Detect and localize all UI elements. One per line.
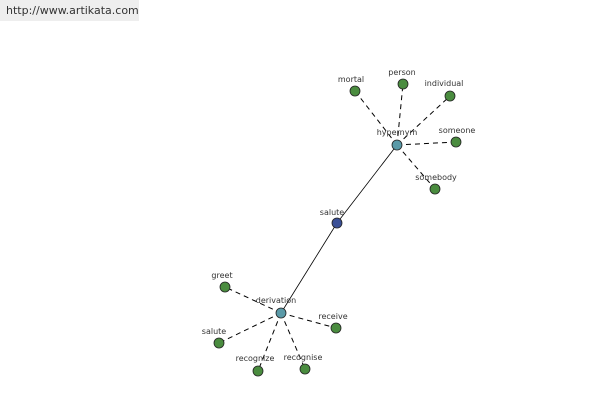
edge-hypernym-mortal bbox=[354, 90, 398, 146]
graph-labels: salute hypernym derivation mortal person indi… bbox=[202, 68, 476, 363]
edge-hypernym-individual bbox=[396, 95, 451, 146]
node-hypernym[interactable] bbox=[391, 139, 403, 151]
label-somebody[interactable]: somebody bbox=[415, 173, 457, 182]
label-someone[interactable]: someone bbox=[439, 126, 476, 135]
graph-edges bbox=[218, 83, 457, 372]
node-individual[interactable] bbox=[444, 90, 456, 102]
node-mortal[interactable] bbox=[349, 85, 361, 97]
edge-salute-center-derivation bbox=[280, 222, 338, 314]
label-hypernym[interactable]: hypernym bbox=[377, 128, 418, 137]
edge-salute-center-hypernym bbox=[336, 144, 398, 224]
edge-derivation-recognise bbox=[280, 312, 306, 370]
node-recognise[interactable] bbox=[299, 363, 311, 375]
node-person[interactable] bbox=[397, 78, 409, 90]
graph-nodes bbox=[213, 78, 462, 377]
node-greet[interactable] bbox=[219, 281, 231, 293]
node-somebody[interactable] bbox=[429, 183, 441, 195]
node-derivation[interactable] bbox=[275, 307, 287, 319]
edge-derivation-greet bbox=[224, 286, 282, 314]
label-recognise[interactable]: recognise bbox=[284, 353, 323, 362]
edge-hypernym-someone bbox=[396, 141, 457, 146]
label-recognize[interactable]: recognize bbox=[236, 354, 275, 363]
label-salute-leaf[interactable]: salute bbox=[202, 327, 227, 336]
node-receive[interactable] bbox=[330, 322, 342, 334]
label-mortal[interactable]: mortal bbox=[338, 75, 364, 84]
node-salute-center[interactable] bbox=[331, 217, 343, 229]
source-url-link[interactable]: http://www.artikata.com bbox=[6, 4, 139, 17]
label-receive[interactable]: receive bbox=[318, 312, 347, 321]
edge-derivation-receive bbox=[280, 312, 337, 329]
edge-derivation-recognize bbox=[257, 312, 282, 372]
node-someone[interactable] bbox=[450, 136, 462, 148]
edge-hypernym-somebody bbox=[396, 144, 436, 190]
label-greet[interactable]: greet bbox=[211, 271, 232, 280]
label-derivation[interactable]: derivation bbox=[256, 296, 296, 305]
source-url-bar[interactable]: http://www.artikata.com bbox=[0, 0, 139, 21]
label-individual[interactable]: individual bbox=[425, 79, 464, 88]
edge-hypernym-person bbox=[396, 83, 404, 146]
node-salute-leaf[interactable] bbox=[213, 337, 225, 349]
node-recognize[interactable] bbox=[252, 365, 264, 377]
label-salute-center[interactable]: salute bbox=[320, 208, 345, 217]
label-person[interactable]: person bbox=[388, 68, 415, 77]
edge-derivation-salute-leaf bbox=[218, 312, 282, 344]
